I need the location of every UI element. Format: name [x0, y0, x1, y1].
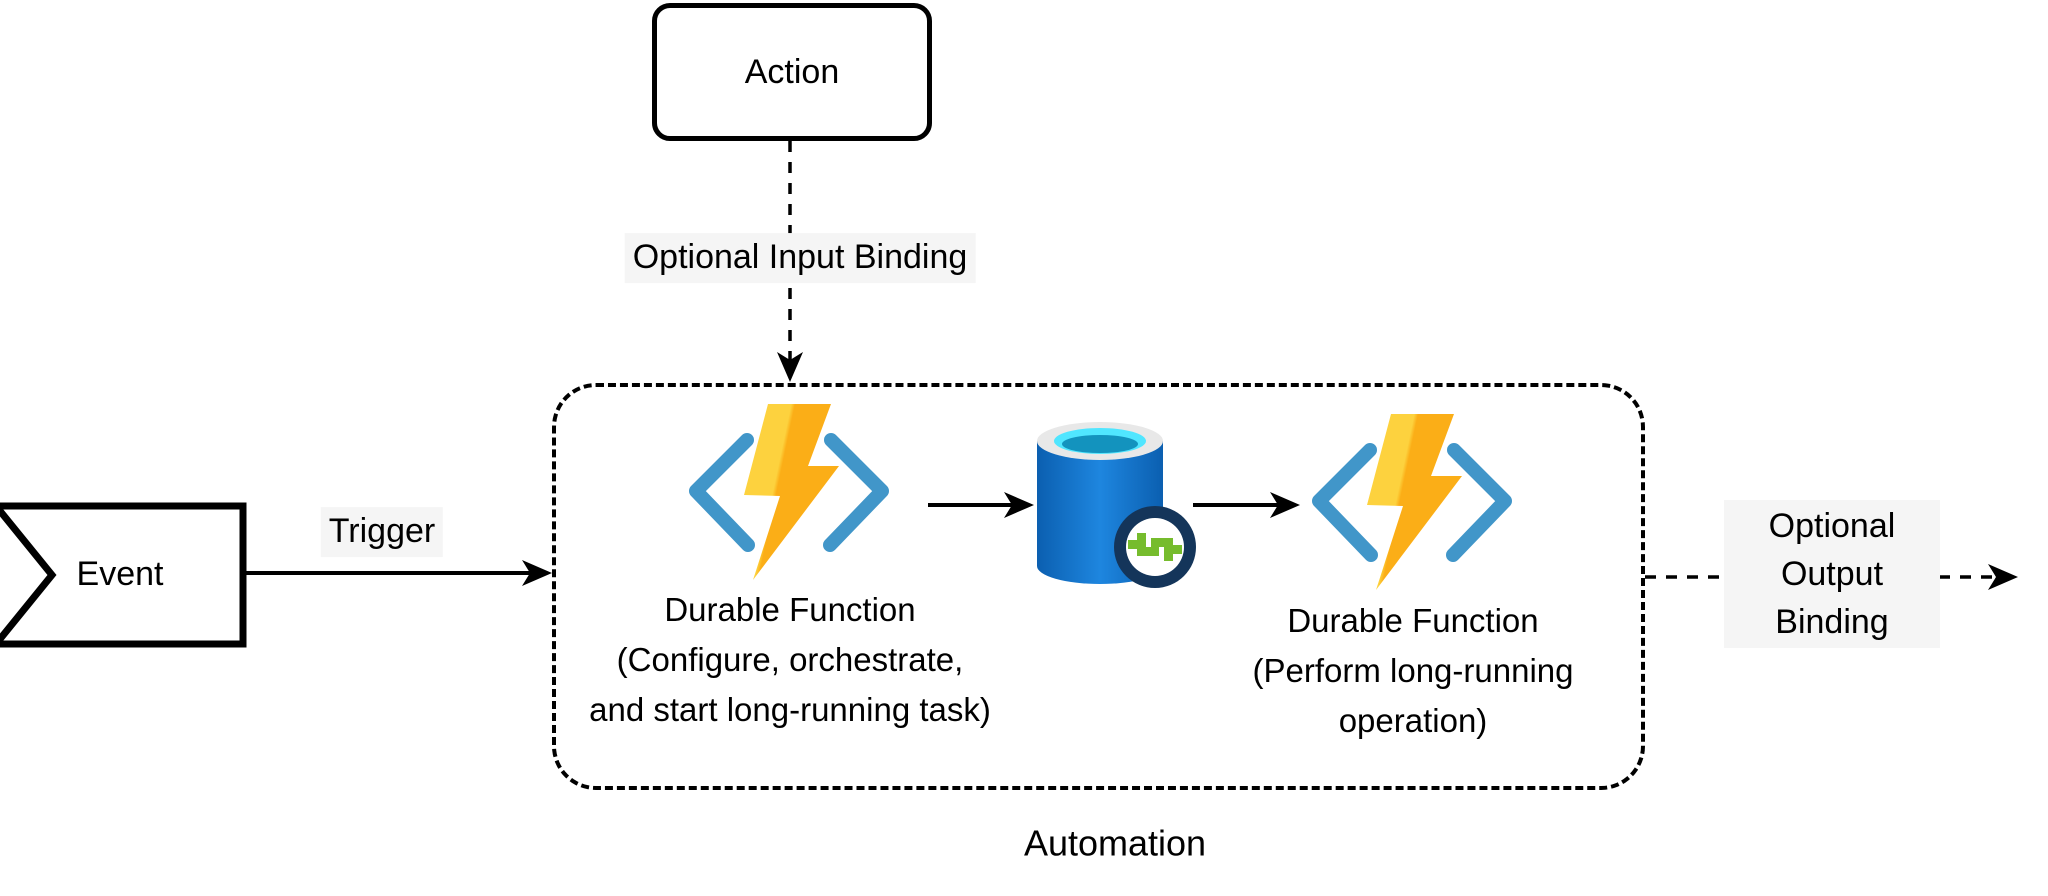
azure-functions-icon [1312, 414, 1512, 590]
arrowhead-right-icon [1988, 564, 2018, 590]
sync-task-badge-icon [1114, 506, 1196, 588]
output-binding-label: Optional Output Binding [1724, 500, 1940, 648]
arrowhead-down-icon [777, 352, 803, 382]
arrowhead-right-icon [1004, 492, 1034, 518]
left-angle-bracket-icon [1312, 443, 1378, 562]
lightning-bolt-icon [1367, 414, 1462, 590]
cylinder-top-depth [1062, 435, 1138, 453]
right-angle-bracket-icon [1446, 443, 1512, 562]
right-angle-bracket-icon [823, 433, 889, 552]
action-label: Action [744, 52, 840, 91]
action-node: Action [652, 3, 932, 141]
storage-to-activity-connector [1193, 492, 1300, 518]
orchestrator-caption: Durable Function (Configure, orchestrate… [589, 591, 991, 728]
trigger-label: Trigger [320, 507, 444, 557]
lightning-bolt-icon [744, 404, 839, 580]
azure-functions-icon [689, 404, 889, 580]
arrowhead-right-icon [1270, 492, 1300, 518]
automation-label: Automation [1023, 822, 1207, 864]
input-binding-label: Optional Input Binding [624, 233, 976, 283]
event-label: Event [76, 555, 164, 594]
trigger-connector [244, 560, 552, 586]
badge-glyph [1128, 533, 1182, 561]
activity-caption: Durable Function (Perform long-running o… [1252, 602, 1574, 739]
azure-storage-cylinder-icon [1037, 422, 1196, 588]
orchestrator-to-storage-connector [928, 492, 1034, 518]
automation-group-border [552, 383, 1645, 790]
left-angle-bracket-icon [689, 433, 755, 552]
event-shape [0, 502, 247, 648]
arrowhead-right-icon [522, 560, 552, 586]
